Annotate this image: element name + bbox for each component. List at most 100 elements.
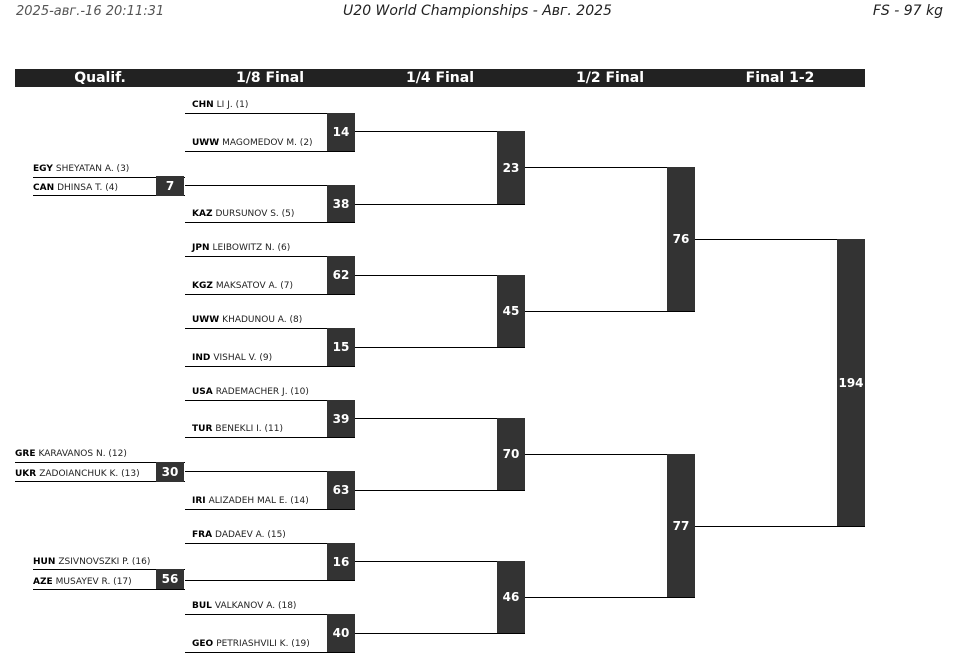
bout-box[interactable]: 70	[497, 418, 525, 490]
bracket-line	[525, 311, 695, 312]
bracket-line	[185, 328, 355, 329]
round-label-r16: 1/8 Final	[235, 70, 305, 86]
bout-box[interactable]: 40	[327, 614, 355, 652]
bracket-line	[355, 204, 525, 205]
bout-box[interactable]: 56	[156, 569, 184, 589]
bracket-line	[185, 366, 355, 367]
round-label-qualif: Qualif.	[74, 70, 126, 86]
event-title: U20 World Championships - Авг. 2025	[343, 3, 612, 19]
wrestler-entry[interactable]	[192, 172, 195, 183]
bracket-line	[33, 589, 185, 590]
country-code: HUN	[33, 557, 56, 567]
bracket-line	[185, 222, 355, 223]
bracket-line	[355, 275, 525, 276]
bout-box[interactable]: 77	[667, 454, 695, 597]
bout-box[interactable]: 30	[156, 462, 184, 482]
bracket-line	[185, 294, 355, 295]
bracket-line	[355, 633, 525, 634]
bout-box[interactable]: 63	[327, 471, 355, 509]
wrestler-name: KHADUNOU A. (8)	[222, 315, 303, 325]
wrestler-name: DURSUNOV S. (5)	[215, 209, 295, 219]
bout-box[interactable]: 62	[327, 256, 355, 294]
country-code: CAN	[33, 183, 55, 193]
wrestler-name: DADAEV A. (15)	[215, 530, 286, 540]
bout-box[interactable]: 76	[667, 167, 695, 311]
bracket-line	[185, 614, 355, 615]
country-code: GRE	[15, 449, 36, 459]
bracket-line	[355, 131, 525, 132]
bracket-line	[185, 256, 355, 257]
bout-box[interactable]: 38	[327, 185, 355, 222]
bracket-line	[185, 151, 355, 152]
wrestler-name: VISHAL V. (9)	[213, 353, 273, 363]
country-code: AZE	[33, 577, 53, 587]
country-code: BUL	[192, 601, 212, 611]
bout-box[interactable]: 45	[497, 275, 525, 347]
bracket-line	[695, 526, 865, 527]
bracket-line	[185, 113, 355, 114]
bracket-line	[15, 462, 185, 463]
bracket-line	[355, 490, 525, 491]
bracket-line	[185, 471, 355, 472]
weight-category: FS - 97 kg	[872, 3, 943, 19]
bracket-line	[355, 347, 525, 348]
bracket-line	[185, 652, 355, 653]
country-code: UKR	[15, 469, 37, 479]
round-label-qf: 1/4 Final	[405, 70, 475, 86]
country-code: KGZ	[192, 281, 213, 291]
bracket-line	[33, 177, 185, 178]
wrestler-name: DHINSA T. (4)	[57, 183, 118, 193]
country-code: CHN	[192, 100, 214, 110]
bracket-line	[185, 580, 355, 581]
bout-box[interactable]: 39	[327, 400, 355, 437]
country-code: GEO	[192, 639, 214, 649]
country-code: USA	[192, 387, 213, 397]
round-label-sf: 1/2 Final	[575, 70, 645, 86]
wrestler-name: LEIBOWITZ N. (6)	[212, 243, 291, 253]
wrestler-name: BENEKLI I. (11)	[215, 424, 283, 434]
bout-box[interactable]: 14	[327, 113, 355, 151]
bracket-line	[185, 400, 355, 401]
bout-box[interactable]: 23	[497, 131, 525, 204]
wrestler-name: MAGOMEDOV M. (2)	[222, 138, 313, 148]
bout-box[interactable]: 7	[156, 176, 184, 196]
datetime: 2025-авг.-16 20:11:31	[16, 4, 165, 19]
bout-box[interactable]: 194	[837, 239, 865, 526]
bout-box[interactable]: 16	[327, 543, 355, 580]
bout-box[interactable]: 15	[327, 328, 355, 366]
round-label-final: Final 1-2	[745, 70, 815, 86]
country-code: JPN	[192, 243, 210, 253]
country-code: KAZ	[192, 209, 213, 219]
wrestler-name: KARAVANOS N. (12)	[38, 449, 127, 459]
bracket-line	[185, 437, 355, 438]
country-code: UWW	[192, 138, 220, 148]
country-code: IRI	[192, 496, 206, 506]
country-code: FRA	[192, 530, 213, 540]
bout-box[interactable]: 46	[497, 561, 525, 633]
bracket-line	[15, 481, 185, 482]
country-code: IND	[192, 353, 211, 363]
wrestler-name: ZADOIANCHUK K. (13)	[39, 469, 140, 479]
country-code: EGY	[33, 164, 53, 174]
wrestler-name: PETRIASHVILI K. (19)	[216, 639, 310, 649]
wrestler-name: MAKSATOV A. (7)	[215, 281, 293, 291]
